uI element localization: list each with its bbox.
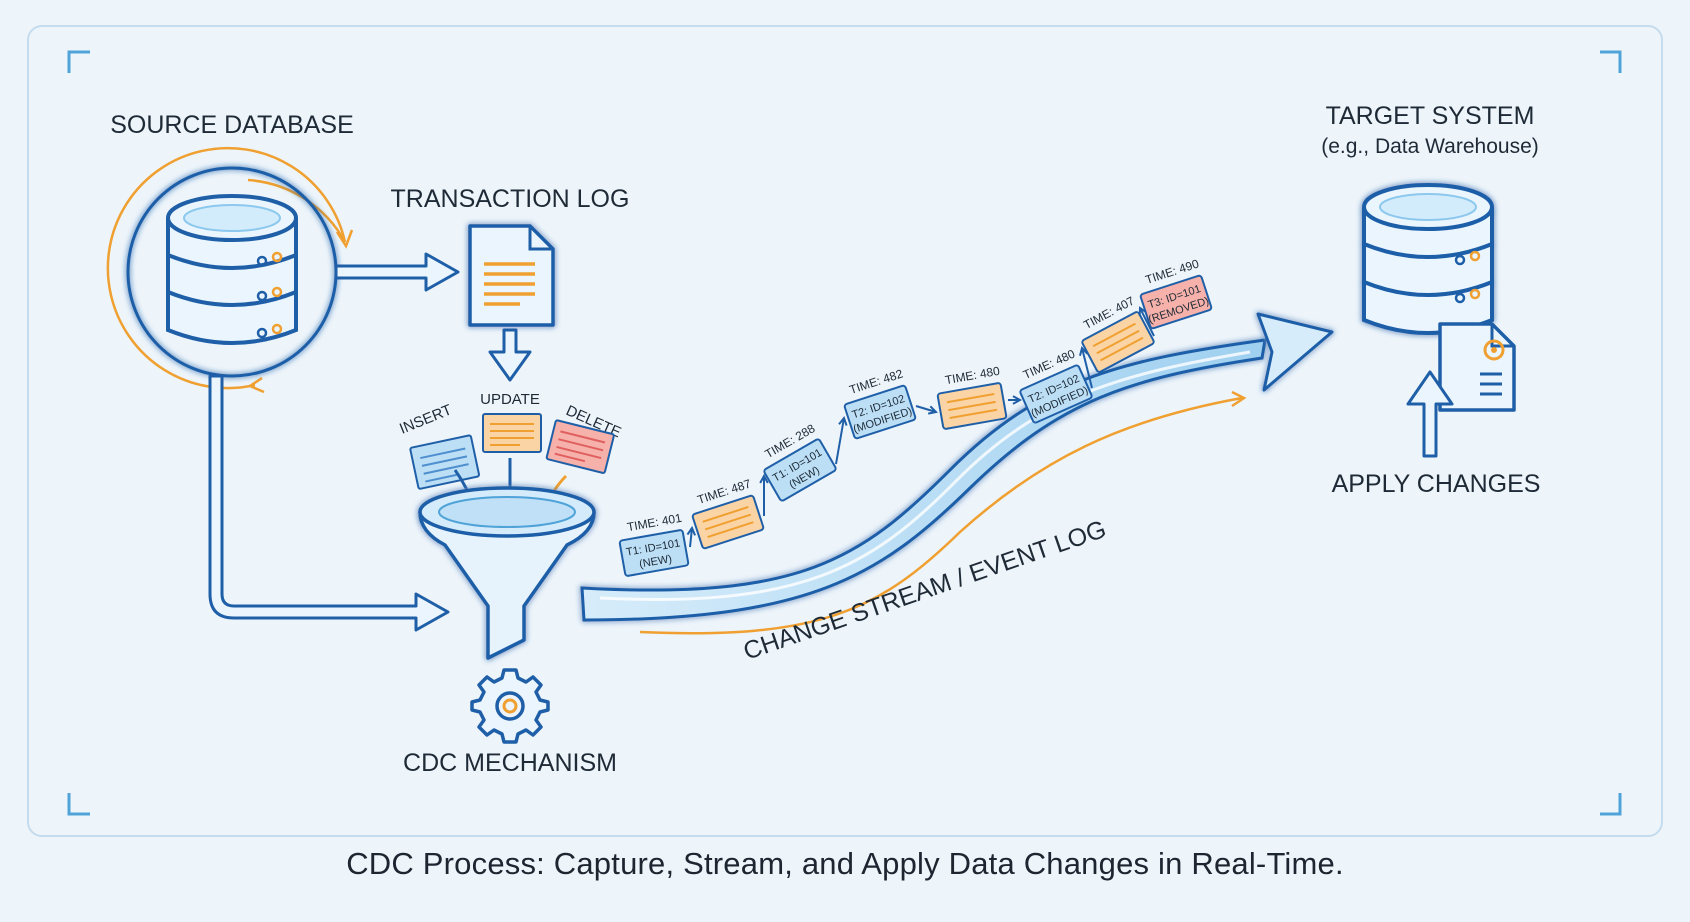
target-system-subtitle: (e.g., Data Warehouse) — [1321, 135, 1539, 158]
update-label: UPDATE — [480, 391, 540, 408]
event-card-line — [946, 392, 995, 404]
diagram-caption: CDC Process: Capture, Stream, and Apply … — [346, 846, 1344, 881]
event-card-box — [1019, 364, 1093, 424]
event-card-box — [763, 438, 837, 502]
event-card-line — [704, 513, 752, 531]
event-card-line — [1096, 329, 1140, 355]
event-card: TIME: 487 — [691, 476, 765, 550]
insert-card — [409, 434, 481, 490]
target-system-title: TARGET SYSTEM — [1326, 102, 1535, 130]
arrow-down-from-log — [488, 328, 532, 382]
document-icon — [468, 224, 555, 327]
event-card-line — [949, 408, 998, 420]
event-status: (NEW) — [638, 553, 673, 571]
event-card-box — [618, 529, 690, 577]
event-arrow — [689, 527, 693, 548]
target-database-icon — [1362, 183, 1494, 335]
event-card-box — [1139, 274, 1213, 330]
target-document-icon — [1438, 322, 1516, 412]
event-arrow-head — [686, 525, 697, 536]
transaction-log-title: TRANSACTION LOG — [391, 185, 630, 213]
event-arrow-head — [1012, 395, 1023, 405]
event-arrow — [915, 405, 937, 413]
event-arrow-head — [759, 473, 769, 484]
arrow-to-transaction-log — [334, 252, 460, 292]
event-arrow-head — [927, 405, 938, 415]
apply-changes-arrow — [1406, 370, 1454, 458]
event-card-box — [843, 384, 917, 440]
cdc-gear-icon — [470, 668, 550, 744]
outer-frame — [27, 25, 1663, 837]
source-database-icon — [106, 146, 354, 394]
change-stream-ribbon — [580, 312, 1334, 635]
source-database-title: SOURCE DATABASE — [110, 111, 354, 139]
event-card-line — [702, 506, 749, 523]
update-card — [482, 413, 542, 453]
event-arrow — [1081, 347, 1093, 389]
event-card: TIME: 480 — [936, 364, 1008, 430]
event-arrow — [1139, 307, 1155, 337]
arrow-to-cdc-funnel — [208, 374, 450, 632]
insert-label: INSERT — [397, 401, 454, 437]
delete-card — [545, 419, 615, 474]
corner-brackets — [67, 50, 1622, 816]
event-card-line — [948, 400, 996, 412]
funnel-icon — [418, 486, 596, 660]
cdc-mechanism-title: CDC MECHANISM — [403, 749, 617, 777]
event-card-line — [1092, 322, 1136, 348]
event-card-line — [707, 521, 754, 538]
apply-changes-label: APPLY CHANGES — [1332, 470, 1541, 498]
event-arrow-head — [838, 415, 848, 426]
event-arrow — [835, 417, 845, 465]
event-card-line — [1100, 336, 1144, 362]
event-arrow-head — [1079, 345, 1089, 356]
